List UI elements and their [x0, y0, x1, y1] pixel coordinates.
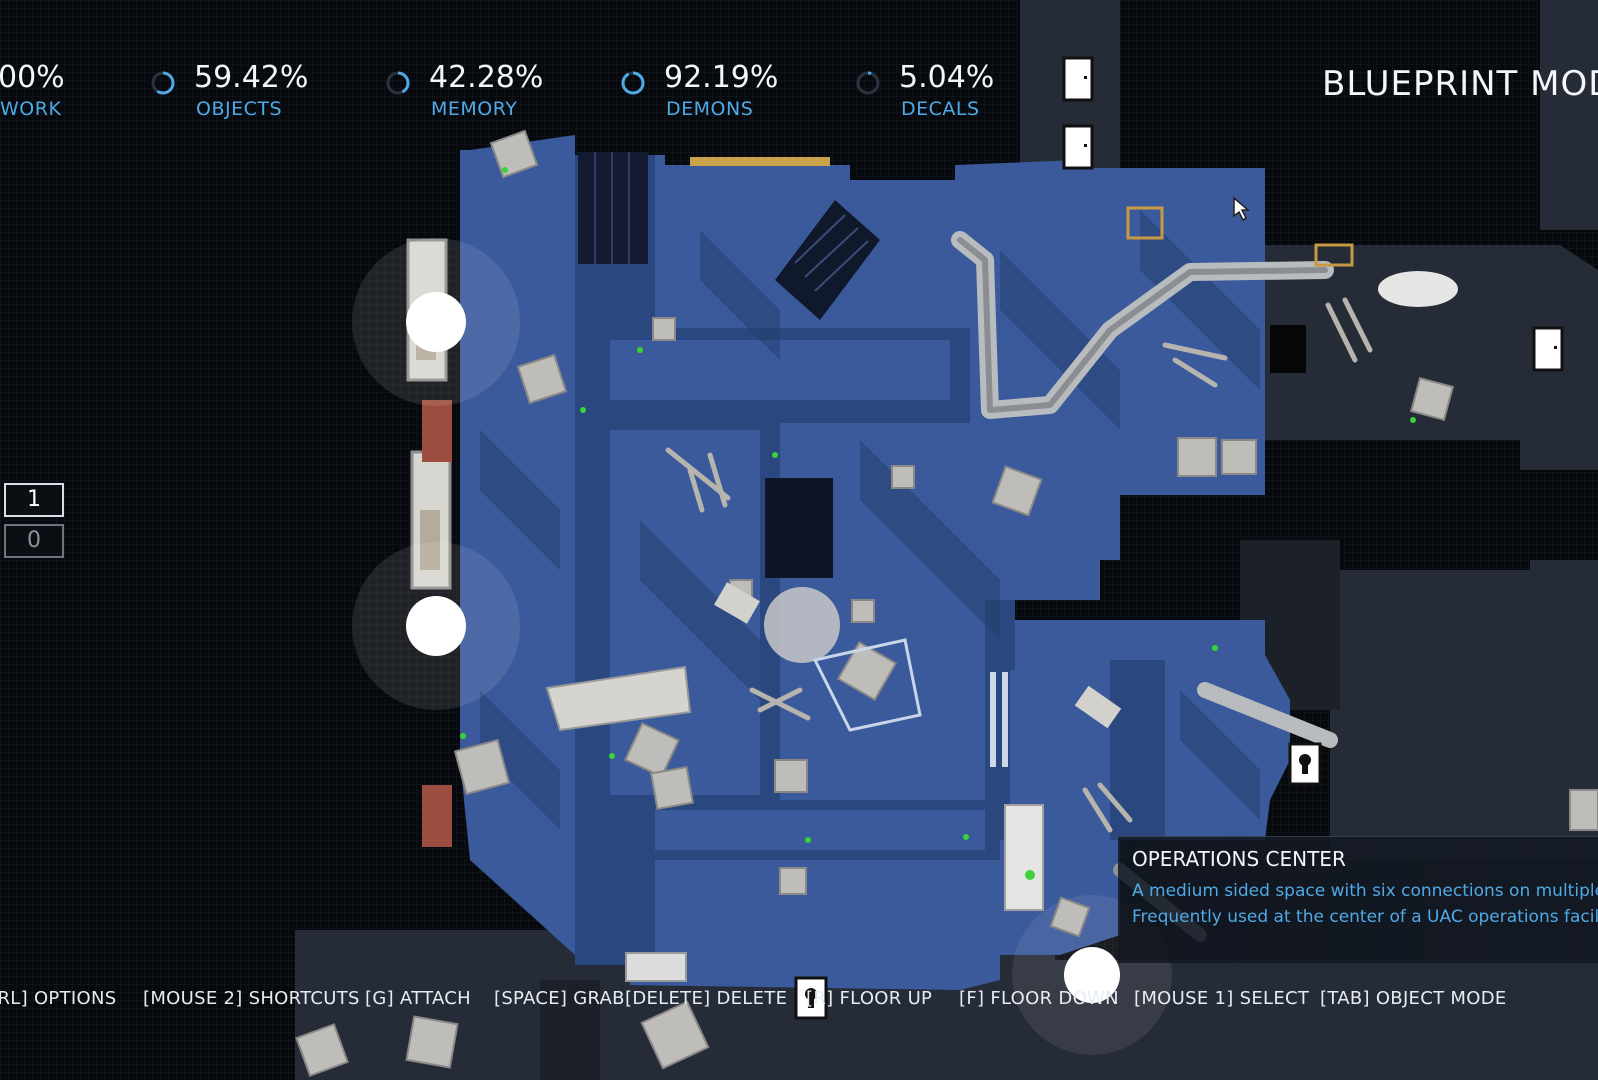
tooltip-description-line2: Frequently used at the center of a UAC o…	[1132, 907, 1598, 927]
keyhole-door-icon[interactable]	[794, 976, 828, 1022]
progress-ring-fill	[151, 71, 175, 95]
stat-label: DECALS	[901, 98, 980, 120]
mode-title: BLUEPRINT MODE	[1322, 64, 1598, 104]
progress-ring-icon	[856, 71, 880, 95]
hud-stat-demons: 92.19% DEMONS	[620, 58, 790, 128]
progress-ring-track	[856, 71, 880, 95]
shortcut-object-mode[interactable]: [TAB] OBJECT MODE	[1320, 988, 1507, 1009]
progress-ring-icon	[386, 71, 410, 95]
shortcut-grab[interactable]: [SPACE] GRAB	[494, 988, 625, 1009]
machines	[625, 271, 1458, 982]
debris	[665, 297, 1373, 833]
floor-other-button[interactable]: 0	[4, 524, 64, 558]
floor-current-button[interactable]: 1	[4, 483, 64, 517]
barricade-strip	[690, 157, 830, 166]
shortcut-floor-down[interactable]: [F] FLOOR DOWN	[959, 988, 1119, 1009]
crates	[295, 129, 1598, 1077]
shortcut-select[interactable]: [MOUSE 1] SELECT	[1134, 988, 1310, 1009]
hud-stat-memory: 42.28% MEMORY	[385, 58, 555, 128]
progress-ring-icon	[621, 71, 645, 95]
tooltip-description-line1: A medium sided space with six connection…	[1132, 881, 1598, 901]
shortcut-delete[interactable]: [DELETE] DELETE	[625, 988, 788, 1009]
shortcut-shortcuts[interactable]: [MOUSE 2] SHORTCUTS	[143, 988, 360, 1009]
door-icon[interactable]	[1062, 124, 1096, 170]
hud-stat-decals: 5.04% DECALS	[855, 58, 1025, 128]
stat-label: MEMORY	[431, 98, 518, 120]
progress-ring-icon	[151, 71, 175, 95]
progress-ring-fill	[386, 71, 410, 95]
stat-value: 5.04%	[899, 60, 995, 95]
shortcut-options[interactable]: [CTRL] OPTIONS	[0, 988, 117, 1009]
pickups	[460, 167, 1416, 843]
stat-value: 42.28%	[429, 60, 544, 95]
door-icon[interactable]	[1062, 56, 1096, 102]
tooltip-title: OPERATIONS CENTER	[1132, 847, 1346, 871]
shortcut-bar: [CTRL] OPTIONS [MOUSE 2] SHORTCUTS [G] A…	[0, 988, 1598, 1018]
stat-label: OBJECTS	[196, 98, 283, 120]
stat-value: 92.19%	[664, 60, 779, 95]
keyhole-door-icon[interactable]	[1288, 742, 1322, 788]
stat-value: 59.42%	[194, 60, 309, 95]
stat-label: WORK	[0, 98, 62, 120]
stat-label: DEMONS	[666, 98, 754, 120]
progress-ring-fill	[856, 71, 880, 95]
progress-ring-fill	[621, 71, 645, 95]
shortcut-floor-up[interactable]: [R] FLOOR UP	[806, 988, 933, 1009]
mouse-cursor-icon	[1232, 196, 1251, 222]
room-tooltip: OPERATIONS CENTER A medium sided space w…	[1118, 836, 1598, 963]
ladders	[1126, 206, 1354, 267]
door-icon[interactable]	[1532, 326, 1566, 372]
hud-stat-objects: 59.42% OBJECTS	[150, 58, 320, 128]
hud-stat-work: 00% WORK	[0, 58, 114, 128]
stat-value: 00%	[0, 60, 65, 95]
shortcut-attach[interactable]: [G] ATTACH	[365, 988, 472, 1009]
